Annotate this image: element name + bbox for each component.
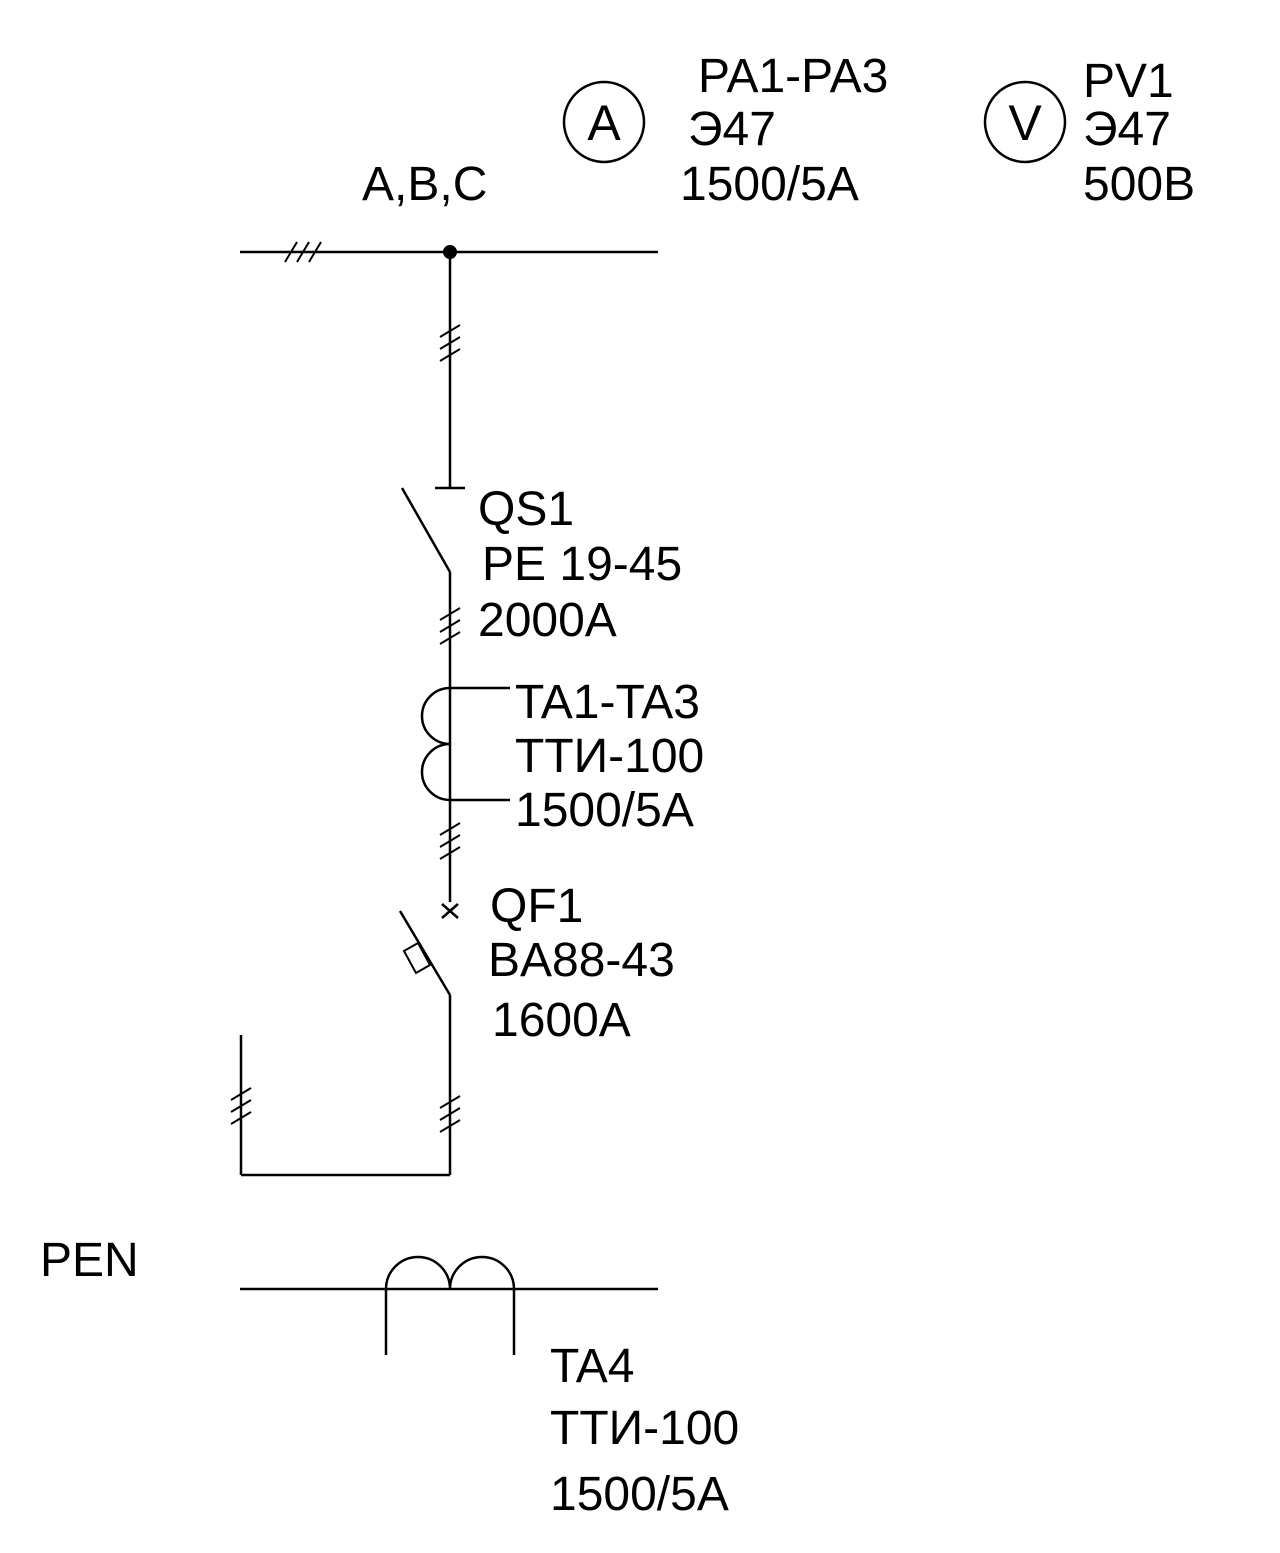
disconnector-symbol — [400, 486, 465, 685]
ammeter-type: Э47 — [688, 103, 776, 156]
voltmeter-letter: V — [1008, 95, 1042, 151]
bus-label: A,B,C — [362, 158, 487, 211]
pen-label: PEN — [40, 1234, 139, 1287]
ct-type: ТТИ-100 — [515, 730, 704, 783]
disconnector-designation: QS1 — [478, 483, 574, 536]
breaker-type: BA88-43 — [488, 934, 675, 987]
breaker-symbol — [398, 903, 461, 1175]
ammeter-symbol: A — [562, 80, 646, 164]
voltmeter-rating: 500B — [1083, 158, 1195, 211]
ct-designation: TA1-TA3 — [515, 676, 700, 729]
voltmeter-symbol: V — [983, 80, 1067, 164]
ct-rating: 1500/5A — [515, 784, 694, 837]
current-transformer-symbol — [420, 685, 510, 902]
ammeter-letter: A — [587, 95, 621, 151]
output-wire-loop — [230, 1035, 450, 1177]
voltmeter-designation: PV1 — [1083, 55, 1174, 108]
feeder-wire-upper — [439, 252, 461, 488]
pen-ct-designation: TA4 — [550, 1340, 634, 1393]
voltmeter-type: Э47 — [1083, 103, 1171, 156]
disconnector-rating: 2000A — [478, 594, 617, 647]
ammeter-designation: PA1-PA3 — [698, 50, 888, 103]
breaker-rating: 1600A — [492, 994, 631, 1047]
pen-ct-type: ТТИ-100 — [550, 1402, 739, 1455]
disconnector-type: PE 19-45 — [482, 538, 682, 591]
pen-current-transformer-symbol — [384, 1255, 516, 1355]
ammeter-rating: 1500/5A — [680, 158, 859, 211]
pen-ct-rating: 1500/5A — [550, 1468, 729, 1521]
breaker-designation: QF1 — [490, 880, 583, 933]
